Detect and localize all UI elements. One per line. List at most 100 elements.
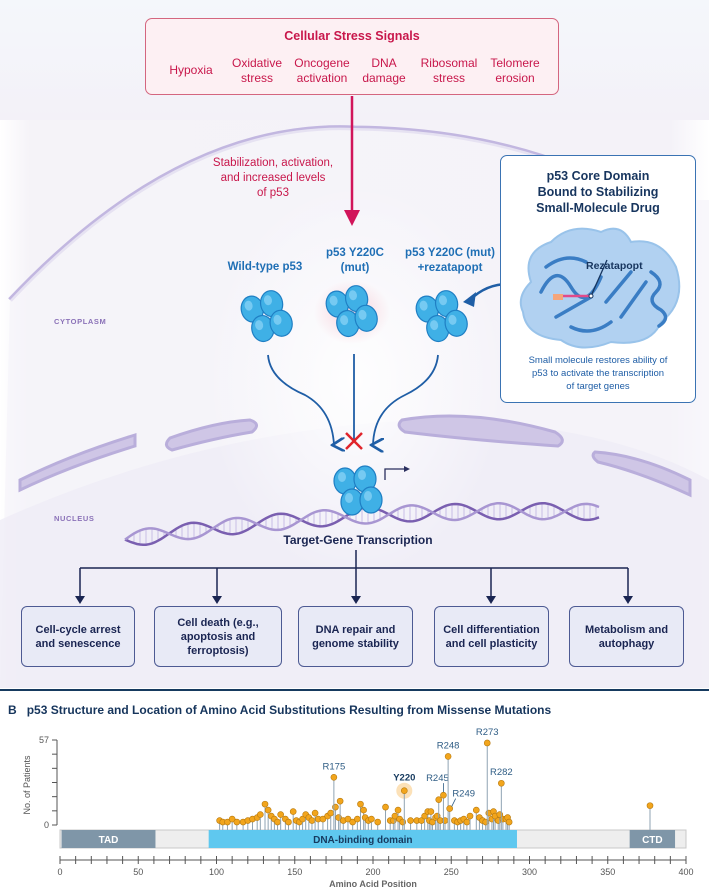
- p53-subunit-highlight: [329, 295, 338, 306]
- mutation-lollipop-head: [466, 812, 474, 820]
- x-tick-label: 300: [522, 867, 537, 877]
- rescued-to-dna-arrow: [373, 354, 439, 445]
- mutation-lollipop-head: [332, 803, 339, 811]
- rescued-p53-tetramer: [415, 290, 468, 343]
- mutation-lollipop-head: [399, 818, 407, 826]
- p53-label-line: Wild-type p53: [227, 261, 303, 273]
- x-tick-label: 100: [209, 867, 224, 877]
- rezatapopt-pointer: [590, 259, 608, 297]
- cellular-stress-signals-box: Cellular Stress Signals Hypoxia Oxidativ…: [145, 18, 559, 95]
- mutation-lollipop-head: [327, 809, 335, 817]
- stabilization-line: of p53: [257, 187, 289, 199]
- p53-subunit-highlight: [340, 315, 349, 326]
- caption-line: Small molecule restores ability of: [528, 355, 668, 366]
- x-tick-label: 0: [57, 867, 62, 877]
- stress-item-label: Hypoxia: [169, 63, 213, 77]
- label-leader: [451, 798, 457, 807]
- domain-dna-binding-domain: [208, 830, 517, 848]
- nuclear-envelope-segment: [591, 450, 692, 498]
- outcome-arrowheads: [75, 596, 633, 604]
- panel-b-title: B p53 Structure and Location of Amino Ac…: [8, 703, 551, 717]
- outcome-line: Metabolism and: [584, 623, 669, 636]
- protein-domain-bar: TAD DNA-binding domain CTD: [59, 829, 687, 849]
- mutation-lollipop-head: [382, 803, 389, 811]
- hotspot-label-r245: R245: [426, 773, 449, 784]
- y-axis: 057: [39, 735, 58, 830]
- stress-arrow-head: [344, 210, 360, 226]
- panel-title-text: p53 Structure and Location of Amino Acid…: [26, 703, 552, 717]
- hotspot-label-r175: R175: [323, 761, 346, 772]
- stress-item-label: stress: [240, 71, 273, 85]
- p53-subunit-highlight: [255, 320, 264, 331]
- p53-label-line: p53 Y220C: [326, 247, 384, 259]
- outcome-branches: [79, 550, 629, 598]
- x-tick-label: 250: [444, 867, 459, 877]
- hotspot-lollipop-head: [646, 802, 654, 809]
- stress-item-label: DNA: [371, 56, 397, 70]
- mutation-lollipop-head: [228, 815, 236, 823]
- y-tick-label: 57: [39, 735, 49, 745]
- domain-ctd-label: CTD: [642, 835, 663, 846]
- hotspot-label-r282: R282: [490, 767, 513, 778]
- mutation-lollipop-head: [319, 815, 327, 823]
- x-tick-label: 350: [600, 867, 615, 877]
- stabilization-text: Stabilization, activation, and increased…: [208, 156, 338, 201]
- mutation-lollipop-head: [463, 818, 471, 826]
- p53-subunit-highlight: [345, 493, 353, 503]
- protein-ribbons: [539, 256, 668, 333]
- p53-subunit-highlight: [364, 491, 372, 501]
- mutation-lollipop-head: [311, 809, 319, 817]
- panel-letter: B: [8, 703, 17, 717]
- stress-item-label: erosion: [495, 71, 535, 85]
- stress-item-label: damage: [362, 71, 406, 85]
- outcome-line: autophagy: [598, 637, 655, 650]
- p53-subunit-highlight: [358, 309, 367, 320]
- domain-ctd: [629, 830, 676, 848]
- core-domain-title: p53 Core Domain Bound to Stabilizing Sma…: [501, 168, 695, 216]
- mutation-lollipop-head: [257, 811, 264, 818]
- domain-dna-binding-domain-label: DNA-binding domain: [313, 835, 412, 846]
- p53-subunit-highlight: [448, 314, 457, 325]
- p53-y220c-rezatapopt-label: p53 Y220C (mut)+rezatapopt: [395, 246, 505, 276]
- mutation-lollipop-head: [233, 818, 241, 826]
- mutation-lollipop-head: [357, 800, 364, 808]
- mutation-lollipop-head: [277, 811, 284, 818]
- dna-helix: [124, 501, 600, 547]
- outcome-line: ferroptosis): [187, 644, 249, 657]
- hotspot-label-r273: R273: [476, 727, 499, 738]
- p53-label-line: p53 Y220C (mut): [405, 247, 495, 259]
- mutation-lollipop-head: [482, 818, 489, 826]
- panel-divider: [0, 689, 709, 691]
- stress-box-title: Cellular Stress Signals: [284, 29, 420, 43]
- core-title-line: Bound to Stabilizing: [537, 185, 659, 199]
- p53-subunit: [359, 486, 383, 514]
- rezatapopt-molecule: [553, 294, 563, 300]
- stress-item-label: activation: [296, 71, 348, 85]
- panel-a-pathway-diagram: Cellular Stress Signals Hypoxia Oxidativ…: [0, 0, 709, 688]
- p53-subunit-highlight: [273, 314, 282, 325]
- mutation-lollipop-head: [308, 817, 316, 824]
- caption-line: p53 to activate the transcription: [531, 368, 665, 379]
- mutation-lollipop-head: [274, 818, 281, 826]
- hotspot-lollipop-head: [330, 773, 338, 781]
- outcome-line: Cell differentiation: [443, 623, 540, 636]
- y-axis-label: No. of Patients: [22, 755, 32, 815]
- domain-tad-label: TAD: [99, 835, 119, 846]
- mutation-lollipop-head: [472, 806, 480, 814]
- mutation-lollipop-head: [264, 806, 272, 814]
- outcome-line: DNA repair and: [315, 623, 396, 636]
- blocked-x-icon: [345, 432, 363, 450]
- mutation-lollipop-head: [441, 817, 449, 824]
- outcome-line: and cell plasticity: [445, 637, 538, 650]
- hotspot-lollipop-head: [483, 739, 491, 747]
- p53-subunit-highlight: [348, 290, 357, 301]
- nuclear-envelope-segment: [165, 418, 258, 452]
